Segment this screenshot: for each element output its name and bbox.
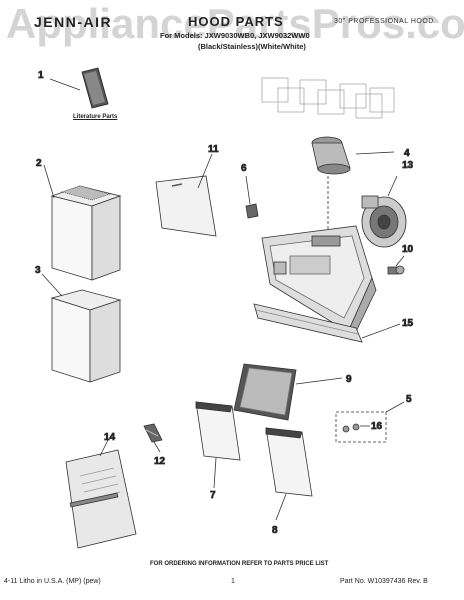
- part-upper-chimney: [50, 185, 122, 281]
- ordering-note: FOR ORDERING INFORMATION REFER TO PARTS …: [150, 561, 329, 567]
- callout-15: 15: [402, 318, 414, 329]
- leader-15: [361, 323, 401, 339]
- page-number: 1: [231, 578, 235, 585]
- leader-2: [43, 164, 55, 199]
- leader-9: [295, 377, 343, 385]
- callout-2: 2: [36, 158, 42, 169]
- part-install-template: [65, 449, 137, 549]
- callout-10: 10: [402, 244, 414, 255]
- callout-4: 4: [404, 148, 410, 159]
- leader-7: [213, 457, 217, 489]
- callout-7: 7: [210, 490, 216, 501]
- leader-10: [395, 255, 405, 267]
- leader-13: [387, 175, 398, 197]
- hood-type-note: 30" PROFESSIONAL HOOD: [334, 18, 434, 25]
- leader-6: [245, 175, 251, 205]
- part-blower-motor: [361, 195, 407, 248]
- part-lower-chimney: [50, 289, 122, 383]
- callout-14: 14: [104, 432, 116, 443]
- part-hood-body: [261, 225, 377, 341]
- part-grease-filter: [233, 363, 297, 421]
- leader-4: [355, 151, 395, 155]
- part-front-panel: [155, 175, 217, 237]
- callout-8: 8: [272, 525, 278, 536]
- callout-6: 6: [241, 163, 247, 174]
- brand-name: JENN-AIR: [34, 14, 113, 30]
- callout-11: 11: [208, 144, 219, 155]
- part-duct-transition: [311, 136, 351, 175]
- leader-1: [49, 78, 81, 91]
- part-literature: [81, 67, 109, 109]
- callout-9: 9: [346, 374, 352, 385]
- part-spring-clip: [143, 423, 163, 443]
- part-number: Part No. W10397436 Rev. B: [340, 578, 428, 585]
- print-info: 4-11 Litho in U.S.A. (MP) (pew): [4, 578, 101, 585]
- callout-5: 5: [406, 394, 412, 405]
- callout-3: 3: [35, 265, 41, 276]
- callout-13: 13: [402, 160, 414, 171]
- page-title: HOOD PARTS: [188, 14, 284, 29]
- callout-12: 12: [154, 456, 166, 467]
- callout-1: 1: [38, 70, 44, 81]
- leader-11: [197, 153, 213, 189]
- leader-12: [153, 441, 161, 453]
- part-trim-strip: [253, 303, 363, 343]
- leader-8: [275, 493, 287, 521]
- part-charcoal-filter-b: [265, 427, 313, 497]
- model-list: For Models: JXW9030WB0, JXW9032WW0: [160, 31, 310, 40]
- leader-14: [99, 439, 109, 457]
- part-hardware-kit: [335, 411, 387, 443]
- leader-3: [41, 273, 63, 297]
- part-light-bulb: [387, 265, 405, 275]
- callout-16: 16: [371, 421, 383, 432]
- part-knob: [245, 203, 259, 219]
- leader-5: [385, 401, 405, 413]
- literature-parts-label: Literature Parts: [73, 114, 118, 120]
- part-filter-set: [261, 77, 395, 119]
- part-charcoal-filter-a: [195, 401, 241, 461]
- color-variants: (Black/Stainless)(White/White): [198, 42, 306, 51]
